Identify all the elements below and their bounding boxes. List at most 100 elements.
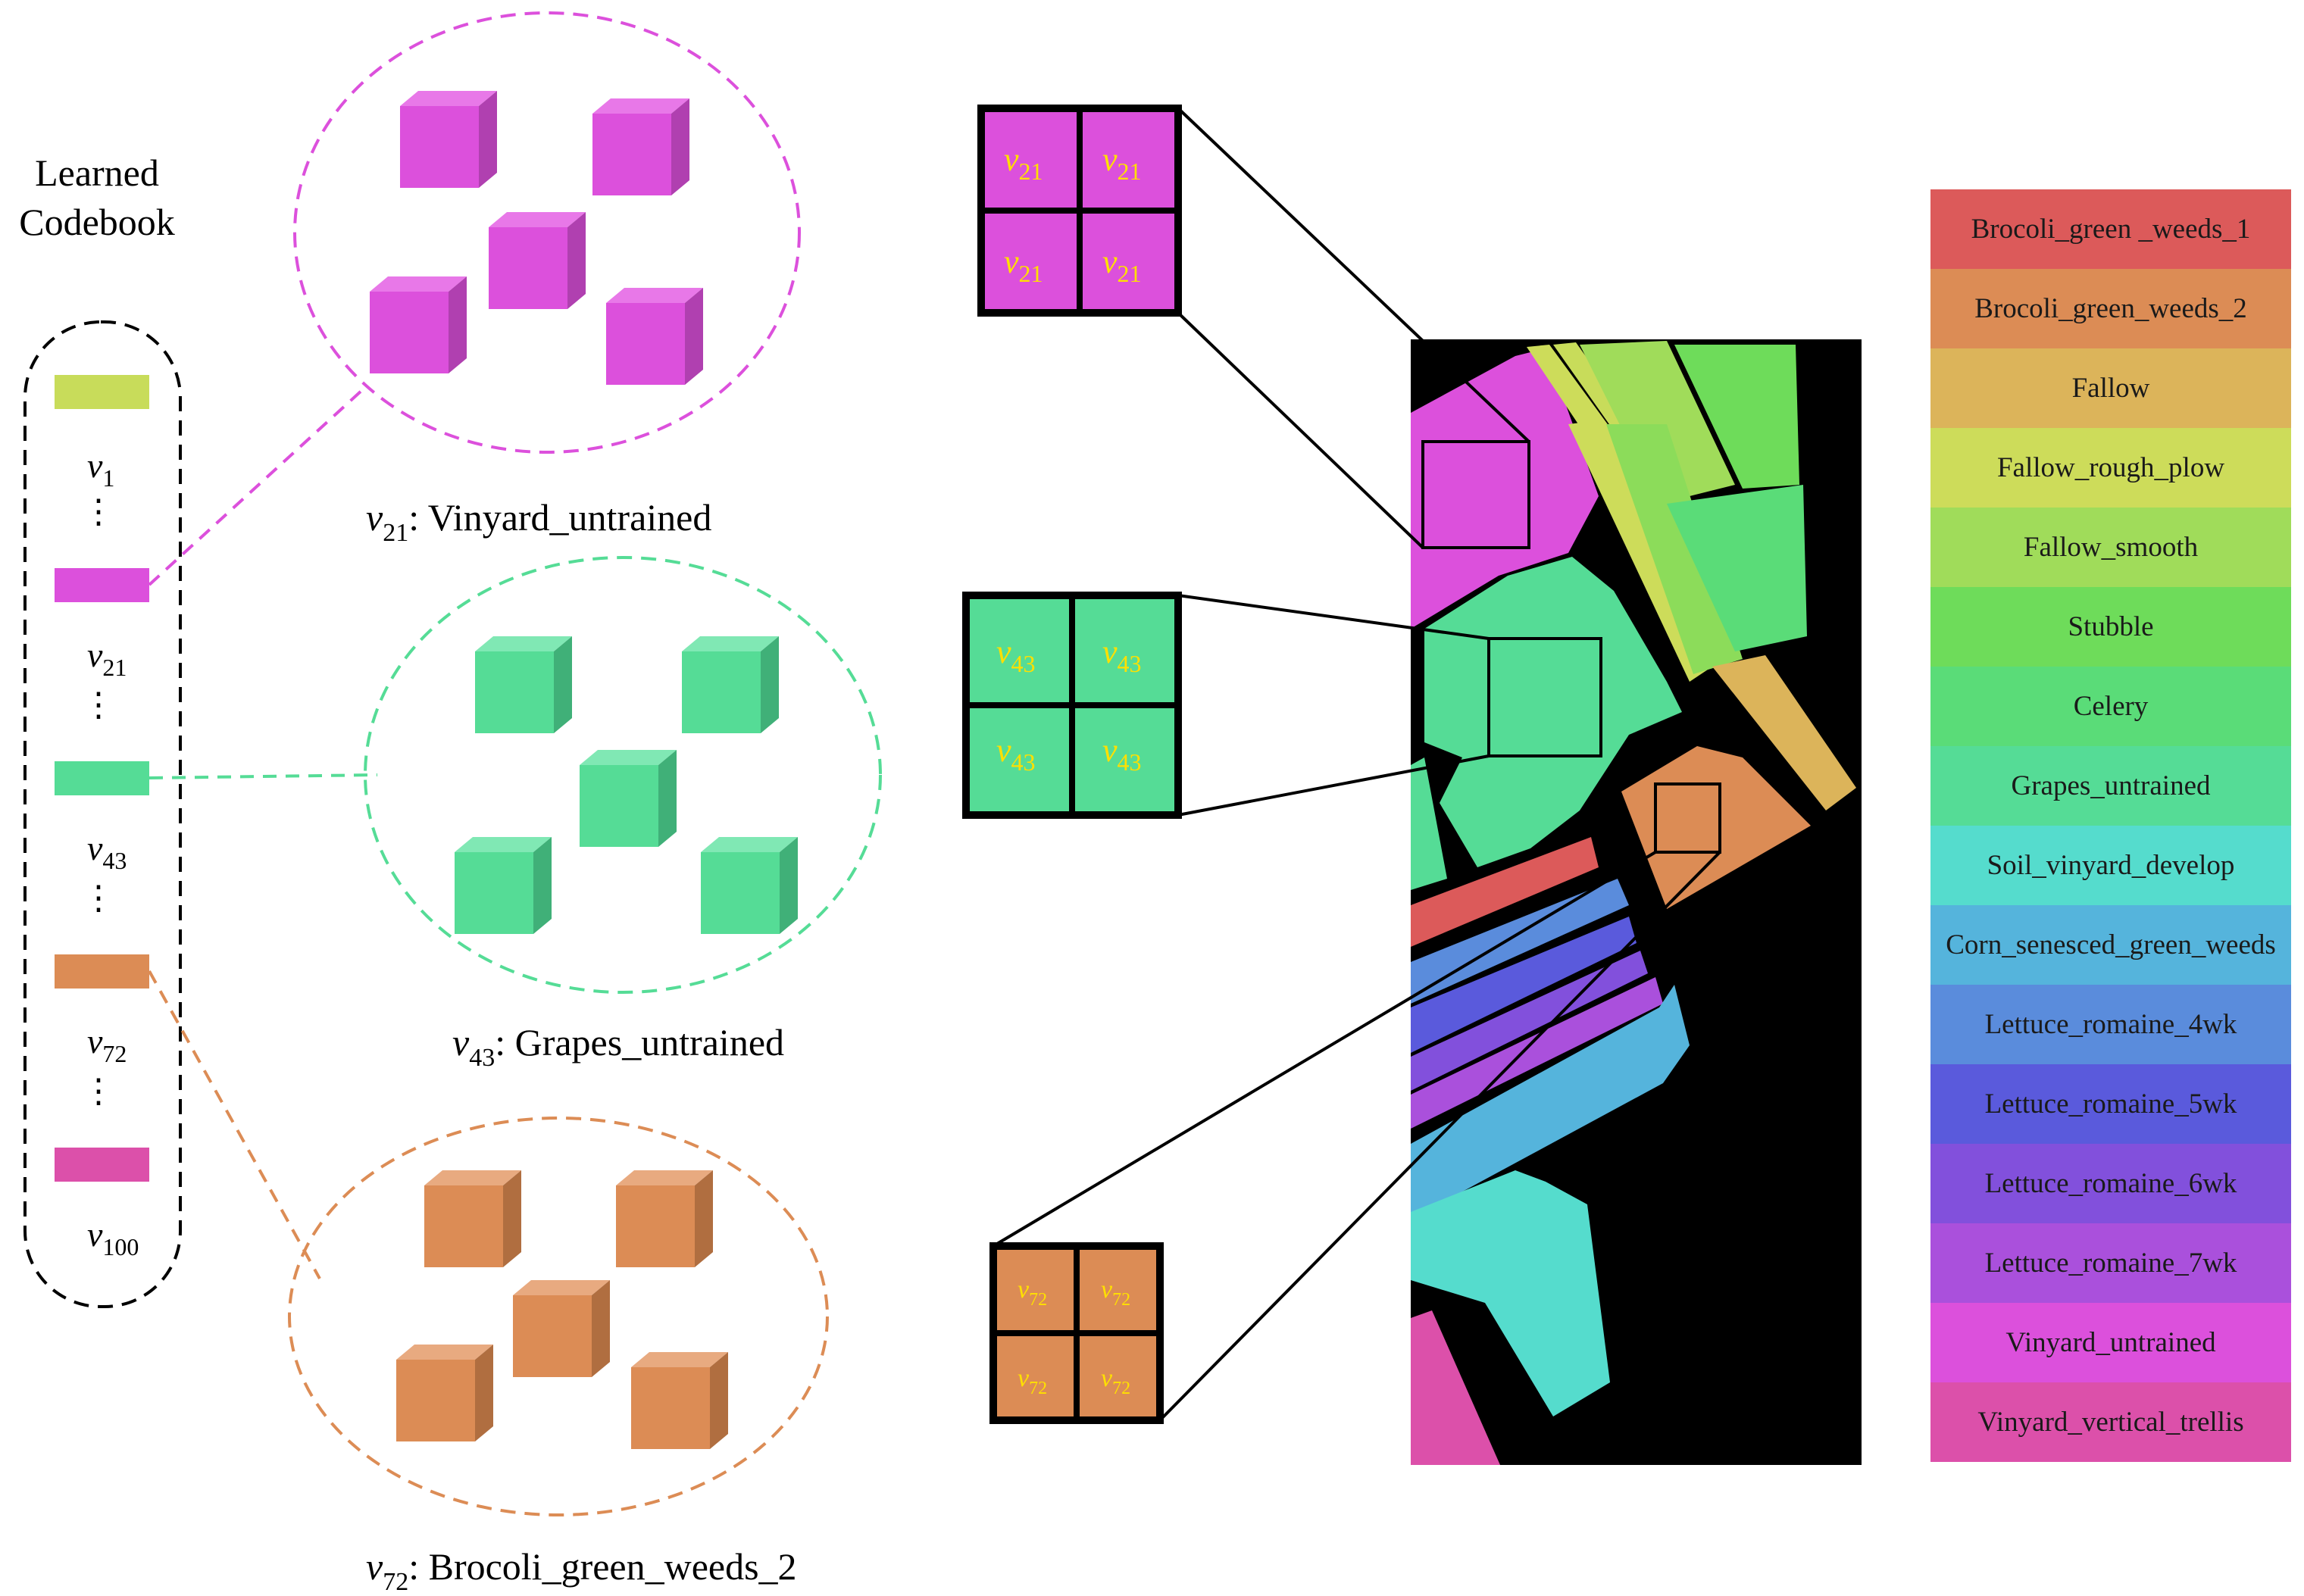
cluster-caption-v43: v43: Grapes_untrained [452, 1021, 784, 1072]
legend-item: Fallow [1930, 348, 2291, 428]
legend-item: Lettuce_romaine_4wk [1930, 985, 2291, 1064]
codebook-label-v72: v72 [87, 1022, 127, 1067]
map-region-brocoli-1 [1411, 837, 1599, 947]
legend-item: Lettuce_romaine_5wk [1930, 1064, 2291, 1144]
codebook-label-v100: v100 [87, 1215, 139, 1260]
patch-v43: v43 v43 v43 v43 [962, 592, 1182, 819]
patch-connector [1177, 311, 1424, 549]
cube [606, 288, 703, 385]
map-region-fallow-smooth [1580, 341, 1735, 504]
codebook-title-line1: Learned [35, 151, 159, 194]
codebook-entry-v21: v21 ⋮ [55, 568, 149, 723]
codebook-bar-v100 [55, 1148, 149, 1182]
map-region-vinyard-untrained [1411, 348, 1599, 629]
classification-map [1411, 339, 1862, 1465]
patch-cell: v21 [1004, 141, 1043, 185]
patch-cell: v72 [1101, 1364, 1130, 1398]
codebook-bar-v72 [55, 954, 149, 989]
codebook-label-v21: v21 [87, 636, 127, 681]
codebook-entry-v1: v1 ⋮ [55, 375, 149, 530]
cube [370, 276, 467, 373]
codebook-bar-v1 [55, 375, 149, 409]
legend-item: Lettuce_romaine_6wk [1930, 1144, 2291, 1223]
patch-v72: v72 v72 v72 v72 [989, 1242, 1164, 1424]
codebook-ellipsis-3: ⋮ [82, 879, 115, 917]
patch-cell: v43 [1102, 732, 1142, 776]
cube [701, 837, 798, 934]
connector-v21 [148, 389, 364, 586]
legend-item: Celery [1930, 667, 2291, 746]
map-region-brocoli-2 [1621, 746, 1811, 909]
map-region-corn-senesced [1411, 985, 1690, 1220]
map-region-vinyard-vertical [1411, 1310, 1500, 1465]
patch-cell: v21 [1102, 141, 1142, 185]
cluster-cubes-v72 [396, 1170, 728, 1449]
cube [455, 837, 552, 934]
cube [631, 1352, 728, 1449]
cluster-ellipse-v72 [288, 1117, 829, 1516]
map-region-celery [1667, 485, 1807, 651]
codebook-frame [23, 320, 182, 1308]
codebook-ellipsis-2: ⋮ [82, 686, 115, 723]
codebook-entry-v43: v43 ⋮ [55, 761, 149, 917]
patch-cell: v72 [1018, 1276, 1047, 1310]
legend-item: Brocoli_green _weeds_1 [1930, 189, 2291, 269]
legend-item: Vinyard_untrained [1930, 1303, 2291, 1382]
legend-item: Fallow_rough_plow [1930, 428, 2291, 508]
cube [616, 1170, 713, 1267]
map-zoom-box-v72 [1654, 782, 1721, 854]
patch-cell: v43 [996, 633, 1036, 677]
cube [475, 636, 572, 733]
map-region-fallow [1712, 655, 1856, 810]
cluster-cubes-v43 [455, 636, 798, 934]
patch-cell: v72 [1018, 1364, 1047, 1398]
codebook-label-v1: v1 [87, 446, 114, 492]
patch-cell: v43 [996, 732, 1036, 776]
cube [580, 750, 677, 847]
codebook-title-line2: Codebook [19, 201, 175, 243]
cube [513, 1280, 610, 1377]
patch-connector [1177, 754, 1490, 817]
map-region-lettuce-7wk [1411, 977, 1663, 1129]
codebook-bar-v21 [55, 568, 149, 602]
map-region-grapes-untrained [1424, 557, 1682, 867]
cluster-cubes-v21 [370, 91, 703, 385]
map-region-grapes-untrained-b [1411, 757, 1447, 890]
cube [400, 91, 497, 188]
map-region-lettuce-5wk [1411, 917, 1637, 1053]
patch-cell: v72 [1101, 1276, 1130, 1310]
cluster-ellipse-v43 [364, 556, 882, 994]
legend-item: Stubble [1930, 587, 2291, 667]
connector-v43 [148, 773, 378, 779]
codebook-ellipsis-1: ⋮ [82, 493, 115, 530]
map-region-soil-vinyard [1411, 1170, 1610, 1416]
map-zoom-box-v43 [1487, 637, 1602, 757]
patch-cell: v21 [1102, 243, 1142, 287]
legend-item: Vinyard_vertical_trellis [1930, 1382, 2291, 1462]
cube [424, 1170, 521, 1267]
legend-item: Lettuce_romaine_7wk [1930, 1223, 2291, 1303]
patch-v21: v21 v21 v21 v21 [977, 105, 1182, 317]
legend-item: Corn_senesced_green_weeds [1930, 905, 2291, 985]
cube [682, 636, 779, 733]
codebook-entry-v100: v100 [55, 1148, 149, 1260]
map-zoom-box-v21 [1421, 440, 1530, 549]
patch-connector [1177, 107, 1530, 443]
map-region-stubble [1674, 345, 1799, 489]
patch-connector [992, 851, 1657, 1248]
codebook-bar-v43 [55, 761, 149, 795]
map-region-stubble-b [1606, 424, 1743, 674]
legend-item: Fallow_smooth [1930, 508, 2291, 587]
cube [396, 1345, 493, 1441]
connector-v72 [148, 970, 321, 1279]
codebook-entry-v72: v72 ⋮ [55, 954, 149, 1110]
cube [489, 212, 586, 309]
codebook-label-v43: v43 [87, 829, 127, 874]
cluster-caption-v72: v72: Brocoli_green_weeds_2 [366, 1545, 797, 1596]
patch-cell: v21 [1004, 243, 1043, 287]
legend-item: Soil_vinyard_develop [1930, 826, 2291, 905]
legend-item: Brocoli_green_weeds_2 [1930, 269, 2291, 348]
cluster-caption-v21: v21: Vinyard_untrained [366, 496, 711, 547]
